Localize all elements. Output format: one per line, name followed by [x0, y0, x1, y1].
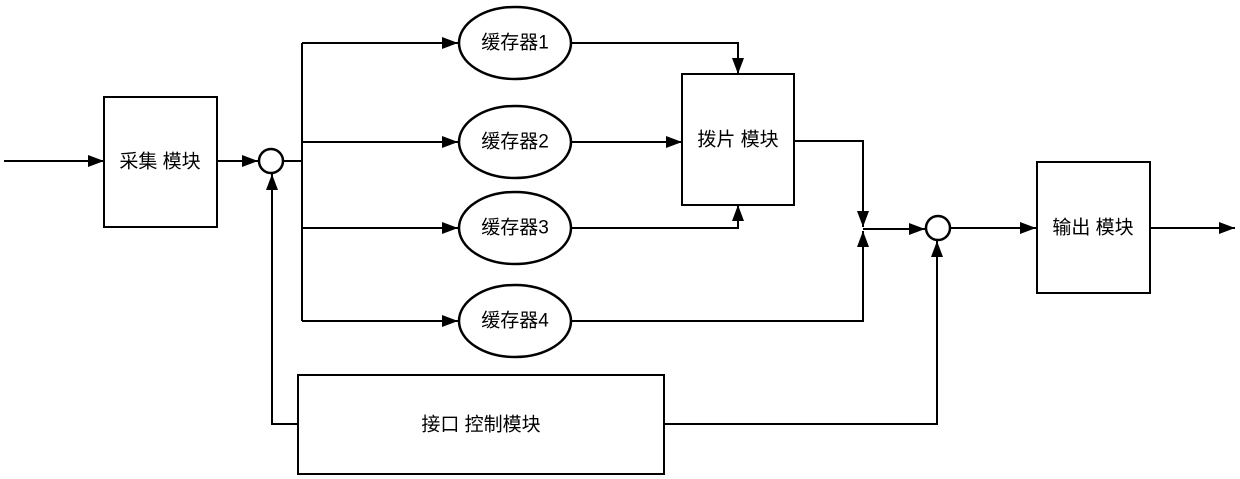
- interface-control-label: 接口 控制模块: [421, 414, 540, 436]
- buffer1-ellipse: [457, 5, 573, 81]
- arrow-control-to-left-junction: [266, 174, 298, 425]
- interface-control-box: [297, 374, 665, 475]
- buffer2-ellipse: [457, 104, 573, 180]
- right-junction-circle: [924, 214, 952, 242]
- buffer1-label: 缓存器1: [481, 32, 549, 54]
- buffer4-ellipse: [457, 283, 573, 359]
- left-junction-circle: [257, 147, 285, 175]
- node-junction-left: [257, 147, 285, 175]
- paddle-module-box: [681, 73, 795, 206]
- node-paddle-module: 拨片 模块: [681, 73, 795, 206]
- node-junction-right: [924, 214, 952, 242]
- node-output-module: 输出 模块: [1036, 161, 1151, 294]
- paddle-module-label: 拨片 模块: [697, 129, 778, 151]
- node-collector-module: 采集 模块: [103, 96, 218, 228]
- arrow-buffer1-to-paddle-top: [571, 42, 744, 74]
- arrow-buffer4-to-merge: [571, 231, 869, 322]
- arrow-buffer3-to-paddle-bottom: [571, 205, 744, 229]
- node-buffer-3: 缓存器3: [457, 190, 573, 266]
- arrow-paddle-to-merge: [794, 140, 869, 227]
- node-interface-control-module: 接口 控制模块: [297, 374, 665, 475]
- output-module-label: 输出 模块: [1052, 217, 1133, 239]
- buffer2-label: 缓存器2: [481, 131, 549, 153]
- collector-module-label: 采集 模块: [119, 151, 200, 173]
- arrow-control-to-right-junction: [664, 241, 943, 425]
- node-buffer-2: 缓存器2: [457, 104, 573, 180]
- node-buffer-1: 缓存器1: [457, 5, 573, 81]
- buffer3-label: 缓存器3: [481, 217, 549, 239]
- output-module-box: [1036, 161, 1151, 294]
- collector-module-box: [103, 96, 218, 228]
- buffer4-label: 缓存器4: [481, 310, 549, 332]
- buffer3-ellipse: [457, 190, 573, 266]
- node-buffer-4: 缓存器4: [457, 283, 573, 359]
